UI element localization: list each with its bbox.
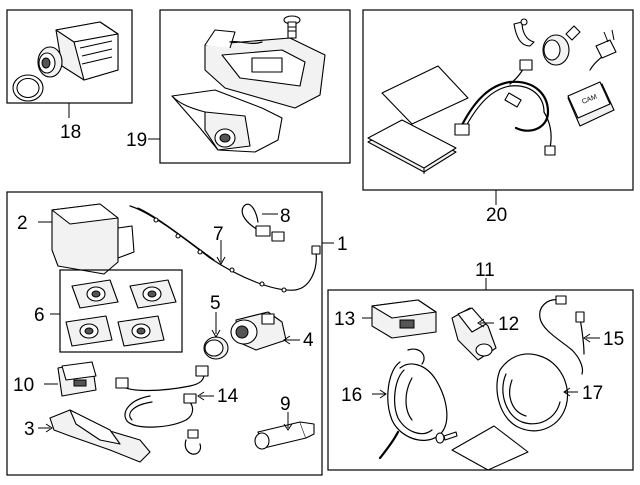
group-19-box (148, 9, 351, 164)
group-6-box (50, 269, 183, 353)
callout-3: 3 (24, 419, 35, 440)
callout-13: 13 (334, 309, 355, 330)
part-17-harness (496, 353, 578, 432)
part-16-harness (372, 348, 448, 460)
callout-4: 4 (303, 330, 314, 351)
part-12-camera (451, 307, 497, 361)
part-20-connector (589, 29, 617, 71)
callout-20: 20 (486, 205, 507, 226)
part-11-instruction-sheet (451, 425, 529, 471)
part-20-cam-module: CAM (567, 81, 615, 127)
part-3-bracket (38, 409, 151, 463)
part-2-control-unit (38, 203, 135, 275)
part-10-switch (44, 361, 97, 397)
callout-11: 11 (475, 260, 495, 281)
part-20-clip (513, 18, 535, 47)
group-20-box (362, 9, 634, 205)
callout-15: 15 (603, 329, 624, 350)
callout-19: 19 (126, 130, 147, 151)
callout-14: 14 (217, 386, 239, 407)
part-18-seal-ring (12, 74, 44, 102)
part-8-sensor-harness (241, 203, 285, 242)
part-4-parking-sensor (230, 311, 300, 351)
callout-2: 2 (17, 213, 28, 234)
callout-17: 17 (582, 383, 603, 404)
callout-6: 6 (34, 305, 45, 326)
part-20-manual-booklet (367, 119, 457, 174)
part-18-camera (37, 21, 119, 81)
group-18-box (6, 9, 133, 118)
callout-10: 10 (13, 375, 34, 396)
part-20-instruction-sheet (381, 65, 469, 125)
part-19-cover (171, 89, 283, 153)
part-19-bracket (204, 29, 326, 109)
part-20-grommet (542, 25, 581, 66)
callout-12: 12 (498, 314, 519, 335)
callout-1: 1 (337, 234, 348, 255)
callout-5: 5 (210, 293, 221, 314)
part-9-fitting (254, 412, 315, 450)
callout-labels: 18 19 20 1 2 7 8 6 5 4 10 14 3 9 11 13 1… (13, 122, 624, 440)
group-1-box (6, 191, 334, 476)
part-14-harness (115, 365, 214, 428)
part-20-harness (454, 59, 556, 156)
part-6-sensor-retainers (65, 279, 177, 347)
callout-18: 18 (60, 122, 81, 143)
callout-8: 8 (280, 206, 291, 227)
part-11-screw (435, 431, 458, 444)
part-5-sensor-cap (203, 312, 229, 360)
part-15-harness (539, 295, 600, 375)
callout-16: 16 (341, 385, 362, 406)
part-13-module (362, 299, 437, 339)
group-11-box (327, 278, 634, 471)
callout-7: 7 (213, 224, 224, 245)
part-19-screw (283, 15, 301, 39)
part-3-clip (184, 429, 202, 455)
part-7-wire-harness (129, 205, 321, 293)
callout-9: 9 (280, 394, 291, 415)
